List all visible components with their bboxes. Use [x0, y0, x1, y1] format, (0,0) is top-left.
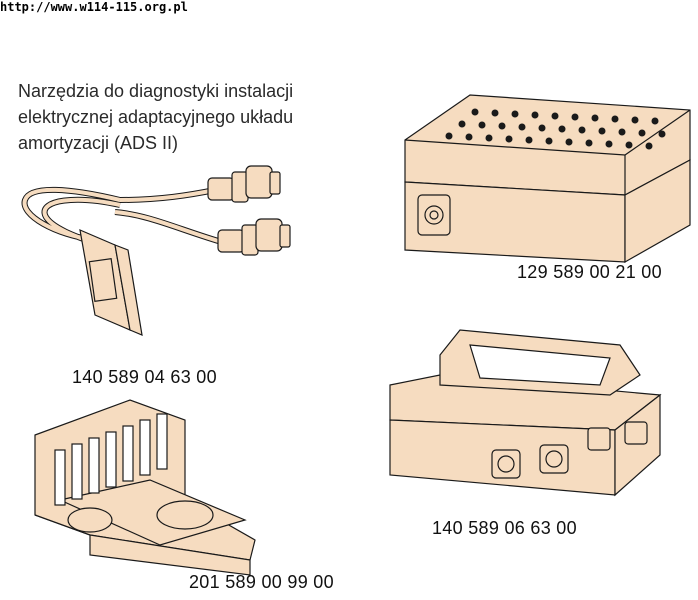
- part-number-test-case: 201 589 00 99 00: [189, 572, 334, 592]
- part-number-cable-adapter: 140 589 04 63 00: [72, 367, 217, 387]
- switch-unit-illustration: [389, 329, 662, 497]
- cable-adapter-illustration: [21, 165, 291, 336]
- caption-text: Narzędzia do diagnostyki instalacji elek…: [18, 81, 294, 153]
- connector-box-pins: [445, 108, 666, 150]
- part-number-connector-box: 129 589 00 21 00: [517, 262, 662, 282]
- connector-box-illustration: [404, 94, 691, 264]
- part-number-switch-unit: 140 589 06 63 00: [432, 518, 577, 538]
- test-case-illustration: [34, 399, 256, 576]
- source-url: http://www.w114-115.org.pl: [0, 0, 188, 14]
